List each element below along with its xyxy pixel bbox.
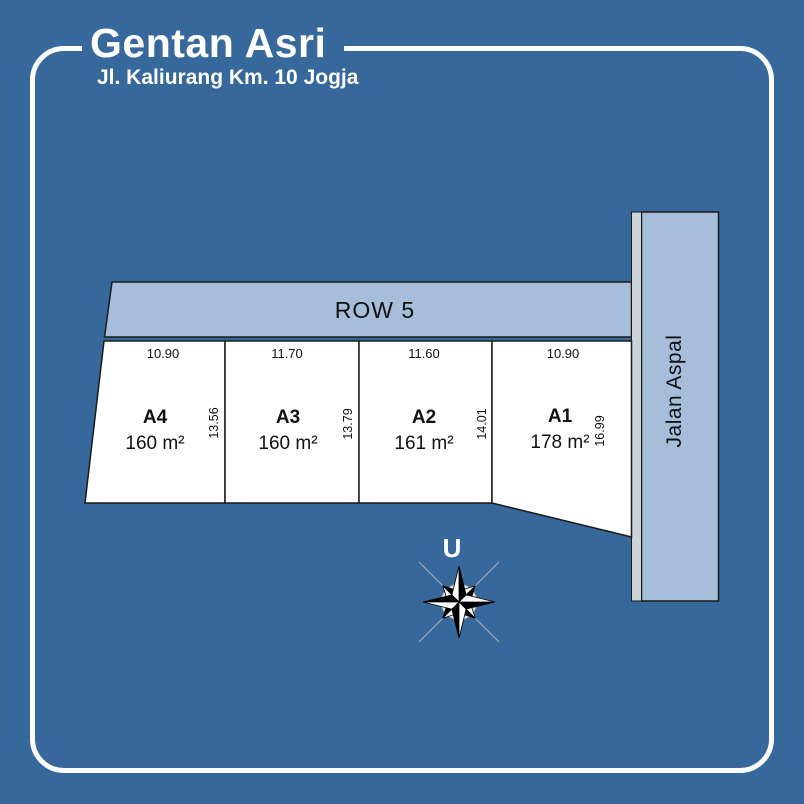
road-curb-strip: [631, 211, 642, 602]
plot-a3: 11.70 A3 160 m² 13.79: [224, 340, 360, 504]
plot-a3-depth: 13.79: [341, 408, 355, 439]
plot-a3-area: 160 m²: [258, 433, 317, 454]
plot-a1-area: 178 m²: [530, 432, 589, 453]
plot-a4-depth: 13.56: [207, 407, 221, 438]
road-jalan-aspal: [640, 211, 720, 602]
plot-a3-label: A3: [276, 407, 300, 428]
frame-border: [30, 46, 774, 773]
plot-a1-frontage: 10.90: [547, 346, 580, 361]
road-row5-label: ROW 5: [335, 297, 415, 323]
plot-a4-frontage: 10.90: [147, 346, 180, 361]
plot-a2: 11.60 A2 161 m² 14.01: [358, 340, 493, 504]
road-jalan-aspal-label: Jalan Aspal: [663, 335, 686, 448]
plot-a1-depth: 16.99: [593, 415, 607, 446]
plot-a1-shape: [491, 340, 633, 538]
plot-a2-depth: 14.01: [475, 408, 489, 439]
plot-a4-area: 160 m²: [125, 433, 184, 454]
plot-a4: 10.90 A4 160 m² 13.56: [84, 340, 226, 504]
page-title: Gentan Asri: [82, 20, 345, 70]
plot-a1: 10.90 A1 178 m² 16.99: [491, 340, 633, 538]
plot-a2-label: A2: [412, 407, 436, 428]
north-label: U: [443, 533, 462, 563]
plot-a2-area: 161 m²: [394, 433, 453, 454]
compass-rose-icon: [418, 561, 500, 643]
plot-a1-label: A1: [548, 406, 573, 427]
plot-a2-frontage: 11.60: [408, 346, 440, 361]
plot-a3-frontage: 11.70: [271, 346, 303, 361]
plot-a4-label: A4: [143, 407, 168, 428]
page-subtitle: Jl. Kaliurang Km. 10 Jogja: [97, 66, 359, 89]
